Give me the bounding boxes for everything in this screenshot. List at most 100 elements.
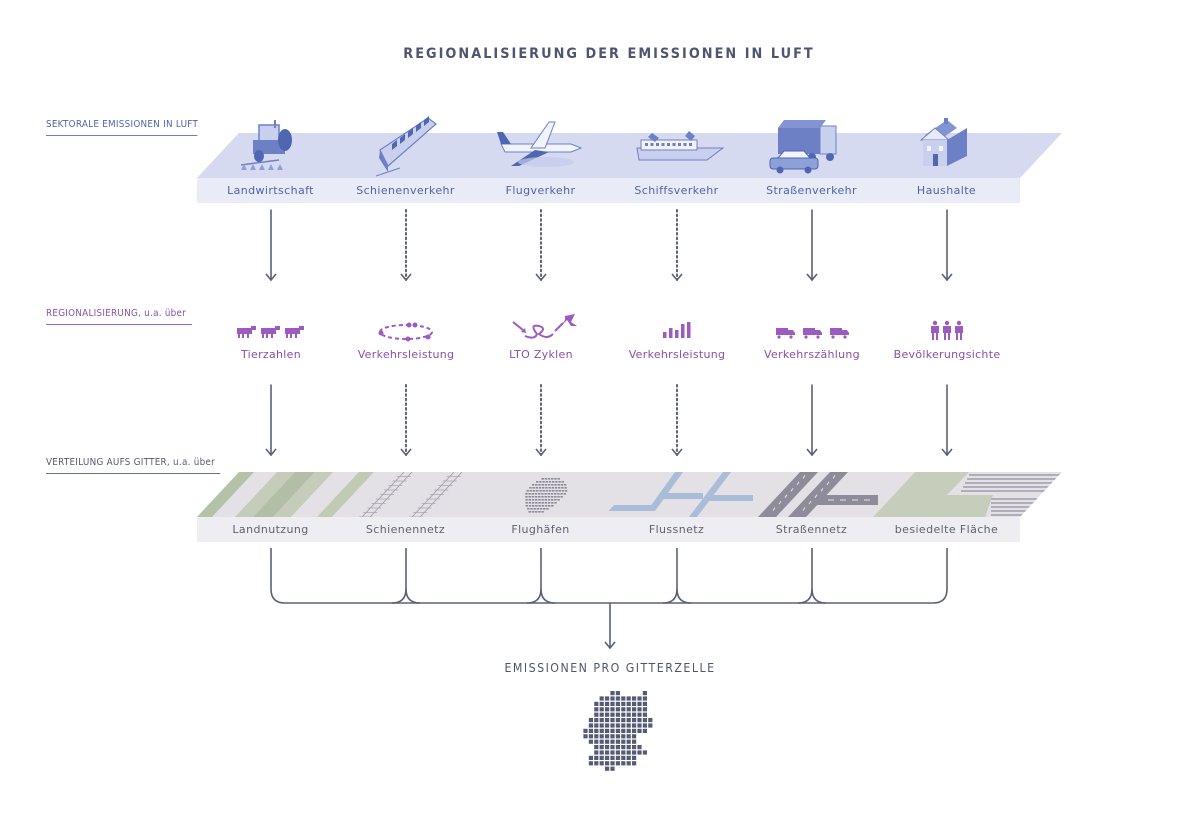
- grid-label: besiedelte Fläche: [894, 523, 999, 536]
- grid-cell: [539, 490, 542, 492]
- grid-cell: [632, 712, 637, 717]
- airport-grid-icon: [525, 478, 568, 513]
- grid-cell: [605, 707, 610, 712]
- grid-cell: [637, 712, 642, 717]
- grid-cell: [532, 505, 535, 507]
- grid-cell: [525, 505, 528, 507]
- grid-cell: [626, 712, 631, 717]
- arrow-head: [400, 273, 412, 282]
- grid-cell: [605, 712, 610, 717]
- grid-cell: [610, 691, 615, 696]
- tile-face: [603, 517, 750, 542]
- grid-cell: [544, 484, 548, 486]
- grid-cell: [528, 505, 532, 507]
- grid-cell: [610, 718, 615, 723]
- grid-cell: [610, 745, 615, 750]
- grid-cell: [539, 481, 542, 483]
- grid-cell: [642, 728, 647, 733]
- grid-cell: [538, 496, 541, 498]
- grid-cell: [535, 487, 538, 489]
- grid-cell: [525, 502, 528, 504]
- grid-cell: [621, 723, 626, 728]
- stripe: [758, 472, 818, 517]
- grid-cell: [548, 481, 552, 483]
- grid-cell: [637, 696, 642, 701]
- grid-cell: [621, 696, 626, 701]
- grid-cell: [588, 761, 593, 766]
- grid-cell: [632, 718, 637, 723]
- grid-cell: [637, 750, 642, 755]
- tile-face: [197, 517, 344, 542]
- grid-cell: [554, 499, 557, 501]
- grid-cell: [610, 766, 615, 771]
- grid-cell: [632, 696, 637, 701]
- grid-cell: [621, 728, 626, 733]
- land-use-stripes-icon: [197, 472, 379, 517]
- grid-cell: [538, 502, 541, 504]
- method-label: LTO Zyklen: [509, 348, 573, 361]
- grid-cell: [542, 481, 545, 483]
- grid-cell: [534, 493, 538, 495]
- grid-cell: [605, 745, 610, 750]
- grid-cell: [551, 502, 554, 504]
- grid-cell: [538, 505, 541, 507]
- grid-cell: [615, 707, 620, 712]
- grid-cell: [545, 490, 549, 492]
- grid-cell: [599, 718, 604, 723]
- grid-cell: [563, 493, 566, 495]
- grid-cell: [588, 734, 593, 739]
- grid-cell: [561, 490, 565, 492]
- grid-cell: [599, 701, 604, 706]
- sector-label: Landwirtschaft: [227, 184, 314, 197]
- grid-cell: [621, 761, 626, 766]
- bar-mark: [663, 332, 667, 338]
- rail-route-icon: [378, 322, 433, 342]
- grid-cell: [588, 728, 593, 733]
- arrow-method-to-grid: [400, 384, 412, 457]
- grid-cell: [541, 478, 544, 480]
- grid-cell: [599, 761, 604, 766]
- grid-cell: [594, 728, 599, 733]
- grid-cell: [550, 493, 554, 495]
- grid-cell: [594, 712, 599, 717]
- arrow-sector-to-method: [400, 209, 412, 282]
- grid-cell: [557, 484, 560, 486]
- grid-cell: [626, 745, 631, 750]
- grid-cell: [642, 707, 647, 712]
- grid-cell: [599, 745, 604, 750]
- connector-curve: [662, 588, 678, 604]
- grid-cell: [554, 484, 557, 486]
- grid-cell: [637, 707, 642, 712]
- grid-cell: [605, 701, 610, 706]
- arrow-to-result: [604, 602, 616, 650]
- grid-cell: [626, 723, 631, 728]
- grid-cell: [558, 487, 561, 489]
- tile-face: [197, 178, 344, 203]
- pattern-area: [605, 472, 753, 517]
- grid-cell: [626, 734, 631, 739]
- grid-cell: [544, 478, 548, 480]
- grid-cell: [560, 493, 563, 495]
- grid-cell: [525, 493, 528, 495]
- grid-cell: [610, 707, 615, 712]
- grid-cell: [594, 701, 599, 706]
- tile-top-surface: [873, 133, 1062, 178]
- sector-label: Schiffsverkehr: [634, 184, 719, 197]
- grid-cell: [560, 496, 563, 498]
- grid-cell: [626, 728, 631, 733]
- grid-cell: [563, 484, 567, 486]
- germany-grid-map-icon: [583, 691, 653, 771]
- grid-cell: [632, 755, 637, 760]
- grid-cell: [610, 701, 615, 706]
- grid-cell: [648, 723, 653, 728]
- grid-cell: [599, 728, 604, 733]
- grid-cell: [615, 750, 620, 755]
- grid-cell: [615, 723, 620, 728]
- train-icon: [375, 116, 437, 177]
- arrow-head: [941, 273, 953, 282]
- grid-cell: [557, 478, 560, 480]
- grid-cell: [541, 493, 544, 495]
- tile-face: [603, 178, 750, 203]
- pattern-area: [525, 478, 568, 513]
- grid-label: Schienennetz: [365, 523, 446, 536]
